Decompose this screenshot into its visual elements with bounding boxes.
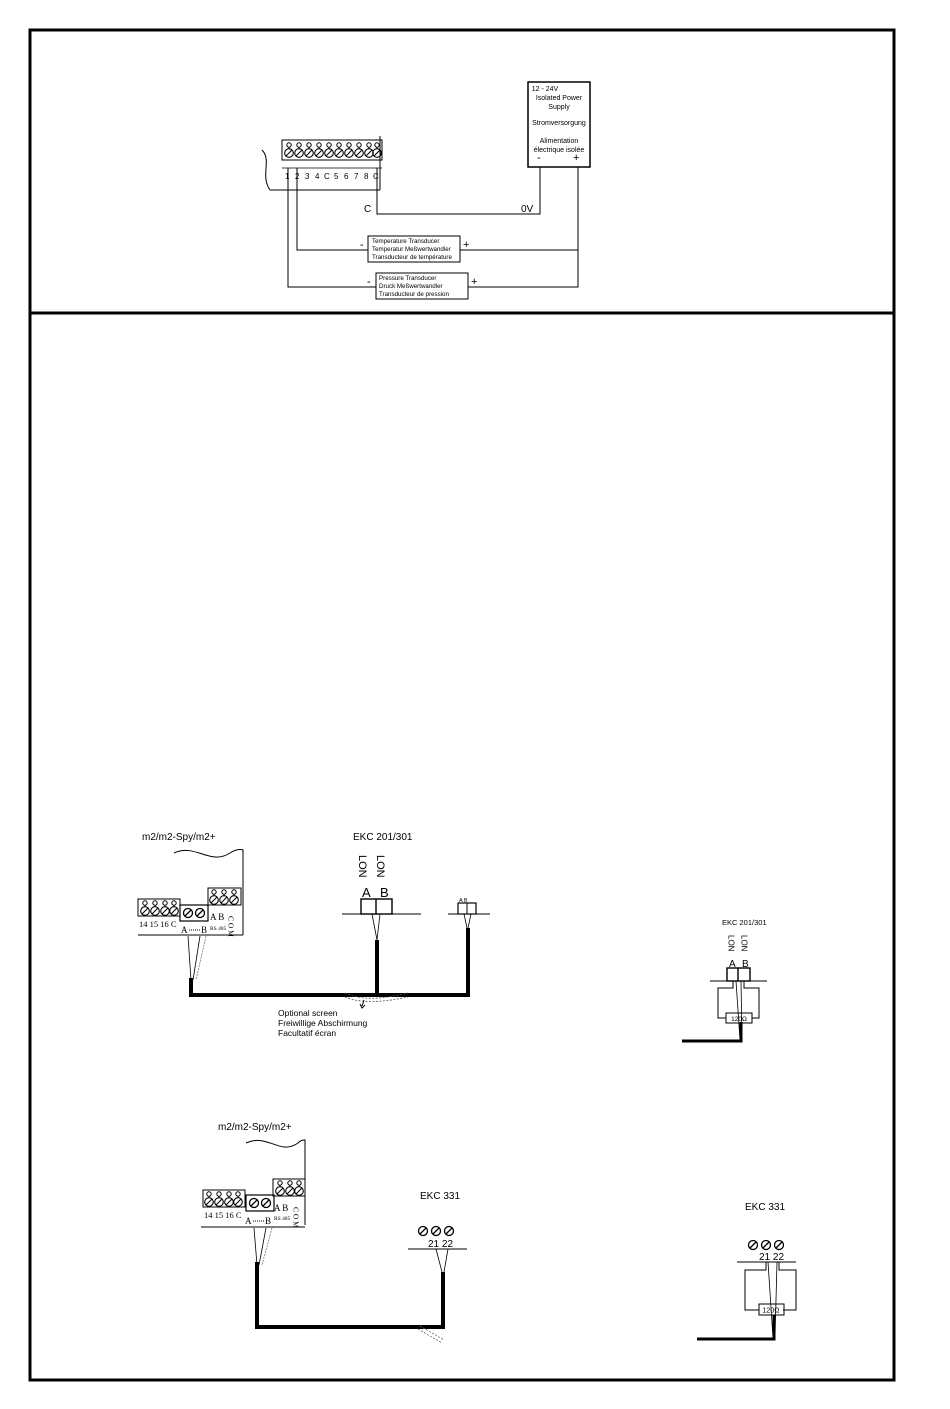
zero-v-label: 0V: [521, 204, 534, 215]
lon-term-ekc-label: EKC 201/301: [722, 918, 767, 927]
lon-term-pin-a: A: [729, 959, 736, 970]
temperature-transducer-line-1: Temperature Transducer: [372, 238, 439, 245]
lon-bus-cable: [189, 928, 470, 997]
terminal-4: 4: [315, 172, 320, 181]
power-supply-box: [527, 81, 591, 168]
ekc331-com-block: [272, 1178, 306, 1197]
pressure-transducer-line-3: Transducteur de pression: [379, 291, 449, 298]
ekc331-termination-diagram: EKC 331 21 22 120Ω: [697, 1202, 797, 1341]
lon-ab-labels: A B: [210, 912, 224, 922]
terminal-numbers: 1 2 3 4 C 5 6 7 8 C: [285, 172, 379, 181]
screen-line-3: Facultatif écran: [278, 1028, 336, 1038]
lon-ekc-label: EKC 201/301: [353, 832, 413, 843]
pressure-transducer-minus: -: [367, 276, 371, 288]
ekc331-term-pins: 21 22: [759, 1252, 784, 1263]
terminal-5: 5: [334, 172, 339, 181]
terminal-8: 8: [364, 172, 369, 181]
ekc331-ab-labels: A B: [274, 1203, 288, 1213]
lon-rs485: RS 485: [210, 926, 227, 932]
lon-label-b: LON: [374, 855, 386, 878]
power-supply-line-4: Stromversorgung: [532, 120, 586, 127]
ekc331-com-label: C O M: [292, 1207, 301, 1228]
ekc331-a-label: A: [245, 1216, 252, 1226]
ekc331-term-label: EKC 331: [745, 1202, 785, 1213]
ekc331-left-terminals: [202, 1189, 246, 1208]
terminal-6: 6: [344, 172, 349, 181]
terminal-7: 7: [354, 172, 359, 181]
pressure-transducer-line-1: Pressure Transducer: [379, 275, 436, 282]
lon-term-resistor-label: 120Ω: [731, 1016, 747, 1023]
ekc331-bus-cable: [255, 1262, 445, 1329]
terminal-c2: C: [373, 172, 379, 181]
ekc331-rs485: RS 485: [274, 1216, 291, 1222]
lon-pin-a: A: [362, 885, 371, 900]
lon-a-label: A: [181, 925, 188, 935]
lon-term-pin-b: B: [742, 959, 749, 970]
power-supply-plus: +: [573, 152, 579, 164]
top-panel-frame: [28, 28, 896, 315]
ekc331-label: EKC 331: [420, 1191, 460, 1202]
lon-network-diagram: m2/m2-Spy/m2+ 14 15 16 C A B A B RS 485 …: [137, 832, 490, 1038]
pressure-transducer-box: [375, 272, 469, 300]
wire-c-0v: [376, 167, 541, 215]
ekc331-ab-block: [245, 1194, 275, 1212]
ekc331-controller-label: m2/m2-Spy/m2+: [218, 1122, 292, 1133]
temperature-transducer-plus: +: [463, 239, 469, 251]
lon-term-label-b: LON: [740, 935, 749, 952]
temperature-transducer-box: [367, 235, 461, 263]
lon-com-block: [207, 887, 242, 906]
lon-pin-b: B: [380, 885, 389, 900]
wire-pressure-minus: [287, 168, 376, 288]
ekc331-left-terminal-numbers: 14 15 16 C: [204, 1210, 242, 1220]
lon-label-a: LON: [356, 855, 368, 878]
power-supply-line-3: Supply: [548, 104, 570, 111]
lon-term-label-a: LON: [727, 935, 736, 952]
lon-second-ab: A B: [459, 898, 468, 904]
power-supply-minus: -: [537, 152, 541, 164]
lon-left-terminal-numbers: 14 15 16 C: [139, 919, 177, 929]
ekc331-term-cable: [697, 1315, 776, 1341]
lon-ab-block: [179, 904, 209, 922]
lon-termination-diagram: EKC 201/301 LON LON A B 120Ω: [682, 918, 767, 1043]
screen-line-1: Optional screen: [278, 1008, 338, 1018]
temperature-transducer-line-3: Transducteur de température: [372, 254, 452, 261]
ekc331-b-label: B: [265, 1216, 271, 1226]
power-supply-text: 12 - 24V Isolated Power Supply Stromvers…: [532, 86, 586, 154]
lon-b-label: B: [201, 925, 207, 935]
wire-pressure-plus: [468, 167, 579, 288]
lon-com-label: C O M: [227, 916, 236, 937]
power-supply-line-1: 12 - 24V: [532, 86, 559, 93]
c-label: C: [364, 204, 371, 215]
temperature-transducer-minus: -: [360, 239, 364, 251]
ekc331-pins: 21 22: [428, 1239, 453, 1250]
terminal-screws: [284, 142, 382, 158]
terminal-3: 3: [305, 172, 310, 181]
pressure-transducer-plus: +: [471, 276, 477, 288]
lon-controller-label: m2/m2-Spy/m2+: [142, 832, 216, 843]
ekc331-network-diagram: m2/m2-Spy/m2+ 14 15 16 C A B A B RS 485 …: [201, 1122, 467, 1344]
lon-term-cable: [682, 1022, 743, 1043]
terminal-block: [281, 139, 383, 161]
screen-line-2: Freiwillige Abschirmung: [278, 1018, 368, 1028]
power-supply-line-5: Alimentation: [540, 138, 579, 145]
wire-temperature-minus: [296, 168, 368, 251]
temperature-transducer-line-2: Temperatur Meßwertwandler: [372, 246, 451, 253]
bottom-panel-frame: [28, 311, 896, 1382]
power-supply-line-2: Isolated Power: [536, 95, 583, 102]
top-wiring-diagram: 1 2 3 4 C 5 6 7 8 C C 0V 12 - 24V Isolat…: [261, 81, 591, 300]
power-supply-line-6: électrique isolée: [534, 147, 585, 154]
terminal-c1: C: [324, 172, 330, 181]
pressure-transducer-line-2: Druck Meßwertwandler: [379, 283, 443, 290]
